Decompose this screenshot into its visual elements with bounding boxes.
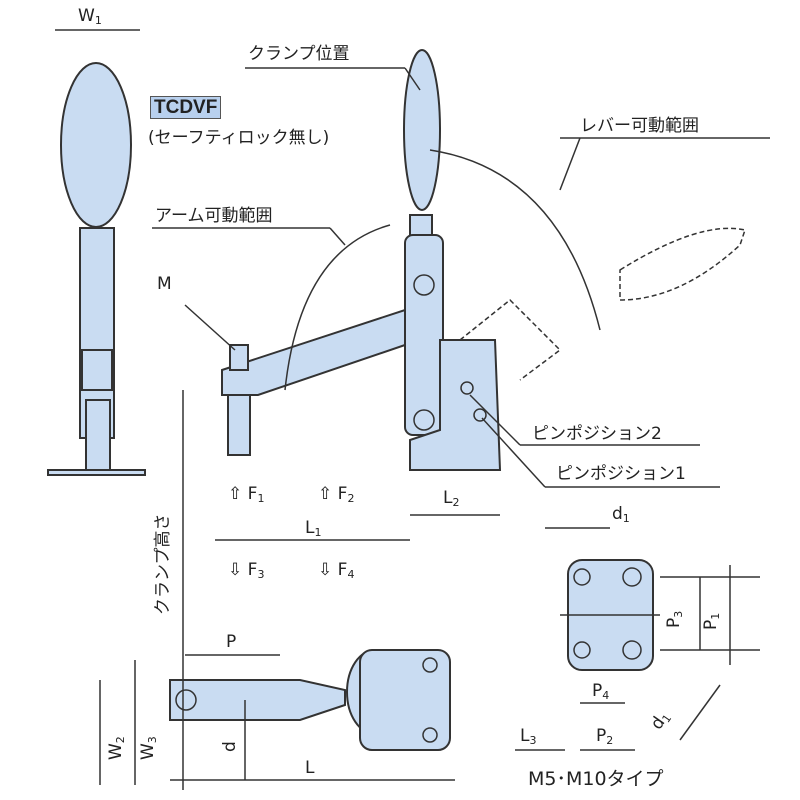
label-type: M5･M10タイプ xyxy=(528,768,664,790)
model-badge: TCDVF xyxy=(150,96,222,119)
clamp-arm xyxy=(221,308,406,396)
model-note: (セーフティロック無し) xyxy=(148,128,330,148)
force-F2: ⇧ F2 xyxy=(318,484,355,505)
dim-P4: P4 xyxy=(592,681,610,702)
handle-side-view xyxy=(60,62,132,228)
arm-plan xyxy=(169,679,346,721)
force-F4: ⇩ F4 xyxy=(318,560,355,581)
dim-L2: L2 xyxy=(443,488,460,509)
dim-d1-top: d1 xyxy=(612,504,630,525)
dim-P1: P1 xyxy=(701,612,722,630)
dim-L: L xyxy=(305,758,315,778)
dim-P2: P2 xyxy=(596,726,614,747)
dim-W1: W1 xyxy=(78,6,102,27)
dim-L1: L1 xyxy=(305,518,322,539)
label-pin-position-2: ピンポジション2 xyxy=(532,424,662,444)
dim-P: P xyxy=(226,632,237,652)
clamp-body xyxy=(409,339,502,471)
force-F1: ⇧ F1 xyxy=(228,484,265,505)
label-M: M xyxy=(157,274,172,294)
dim-L3: L3 xyxy=(520,726,537,747)
label-arm-range: アーム可動範囲 xyxy=(155,206,273,226)
label-lever-range: レバー可動範囲 xyxy=(580,116,699,136)
lever-link xyxy=(404,234,444,436)
label-clamp-height: クランプ高さ xyxy=(153,513,173,616)
lever-handle xyxy=(403,49,441,211)
dim-W2: W2 xyxy=(106,736,127,760)
base-plan xyxy=(359,649,451,751)
label-pin-position-1: ピンポジション1 xyxy=(556,464,686,484)
dim-d: d xyxy=(220,741,240,752)
dim-W3: W3 xyxy=(138,736,159,760)
label-clamp-position: クランプ位置 xyxy=(248,44,350,64)
force-F3: ⇩ F3 xyxy=(228,560,265,581)
dim-P3: P3 xyxy=(664,610,685,628)
